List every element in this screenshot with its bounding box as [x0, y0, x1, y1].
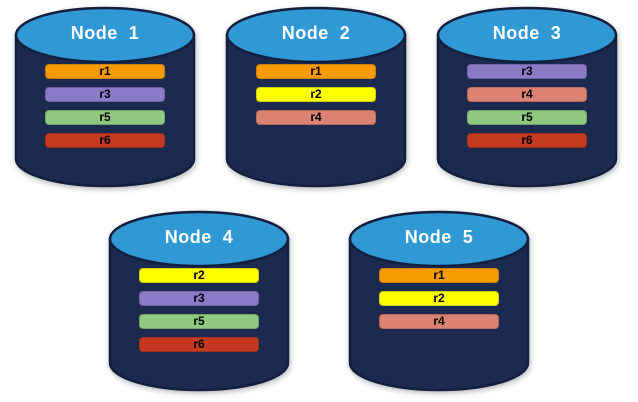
replica-list: r3 r4 r5 r6 [467, 64, 587, 148]
replica-bar: r4 [256, 110, 376, 125]
replica-bar: r4 [379, 314, 499, 329]
replica-bar: r1 [379, 268, 499, 283]
replica-bar: r2 [139, 268, 259, 283]
database-node: Node 5 r1 r2 r4 [346, 210, 532, 394]
replica-label: r2 [193, 268, 205, 282]
replica-bar: r3 [467, 64, 587, 79]
replica-bar: r1 [45, 64, 165, 79]
database-node: Node 1 r1 r3 r5 r6 [12, 6, 198, 190]
replica-list: r2 r3 r5 r6 [139, 268, 259, 352]
database-node: Node 3 r3 r4 r5 r6 [434, 6, 620, 190]
replica-bar: r4 [467, 87, 587, 102]
replica-label: r6 [521, 133, 533, 147]
replica-label: r1 [99, 64, 111, 78]
replica-label: r4 [310, 110, 322, 124]
replica-list: r1 r2 r4 [256, 64, 376, 125]
replica-list: r1 r3 r5 r6 [45, 64, 165, 148]
replica-bar: r5 [45, 110, 165, 125]
node-label: Node 4 [164, 227, 234, 247]
replica-label: r3 [99, 87, 111, 101]
replica-bar: r6 [139, 337, 259, 352]
cylinder-top-shape [225, 6, 407, 64]
replica-bar: r3 [45, 87, 165, 102]
node-label: Node 3 [492, 23, 562, 43]
replica-label: r4 [521, 87, 533, 101]
replica-label: r3 [193, 291, 205, 305]
replica-bar: r3 [139, 291, 259, 306]
cylinder-top-shape [348, 210, 530, 268]
replica-label: r5 [193, 314, 205, 328]
replica-list: r1 r2 r4 [379, 268, 499, 329]
replica-label: r4 [433, 314, 445, 328]
replica-bar: r5 [467, 110, 587, 125]
database-node: Node 4 r2 r3 r5 r6 [106, 210, 292, 394]
replica-label: r6 [193, 337, 205, 351]
replica-bar: r6 [467, 133, 587, 148]
replica-label: r6 [99, 133, 111, 147]
replica-label: r5 [99, 110, 111, 124]
node-label: Node 5 [404, 227, 474, 247]
cylinder-top-shape [14, 6, 196, 64]
node-row-1: Node 1 r1 r3 r5 r6 Node 2 r1 r2 r4 Node … [0, 0, 638, 190]
replica-bar: r5 [139, 314, 259, 329]
cylinder-top-shape [108, 210, 290, 268]
replica-bar: r2 [256, 87, 376, 102]
replica-label: r5 [521, 110, 533, 124]
replica-label: r2 [310, 87, 322, 101]
replica-bar: r2 [379, 291, 499, 306]
replica-label: r3 [521, 64, 533, 78]
node-label: Node 2 [281, 23, 351, 43]
replica-label: r1 [310, 64, 322, 78]
replica-bar: r6 [45, 133, 165, 148]
replica-bar: r1 [256, 64, 376, 79]
node-row-2: Node 4 r2 r3 r5 r6 Node 5 r1 r2 r4 [0, 210, 638, 394]
cylinder-top-shape [436, 6, 618, 64]
node-label: Node 1 [70, 23, 140, 43]
database-node: Node 2 r1 r2 r4 [223, 6, 409, 190]
replica-label: r2 [433, 291, 445, 305]
replica-label: r1 [433, 268, 445, 282]
